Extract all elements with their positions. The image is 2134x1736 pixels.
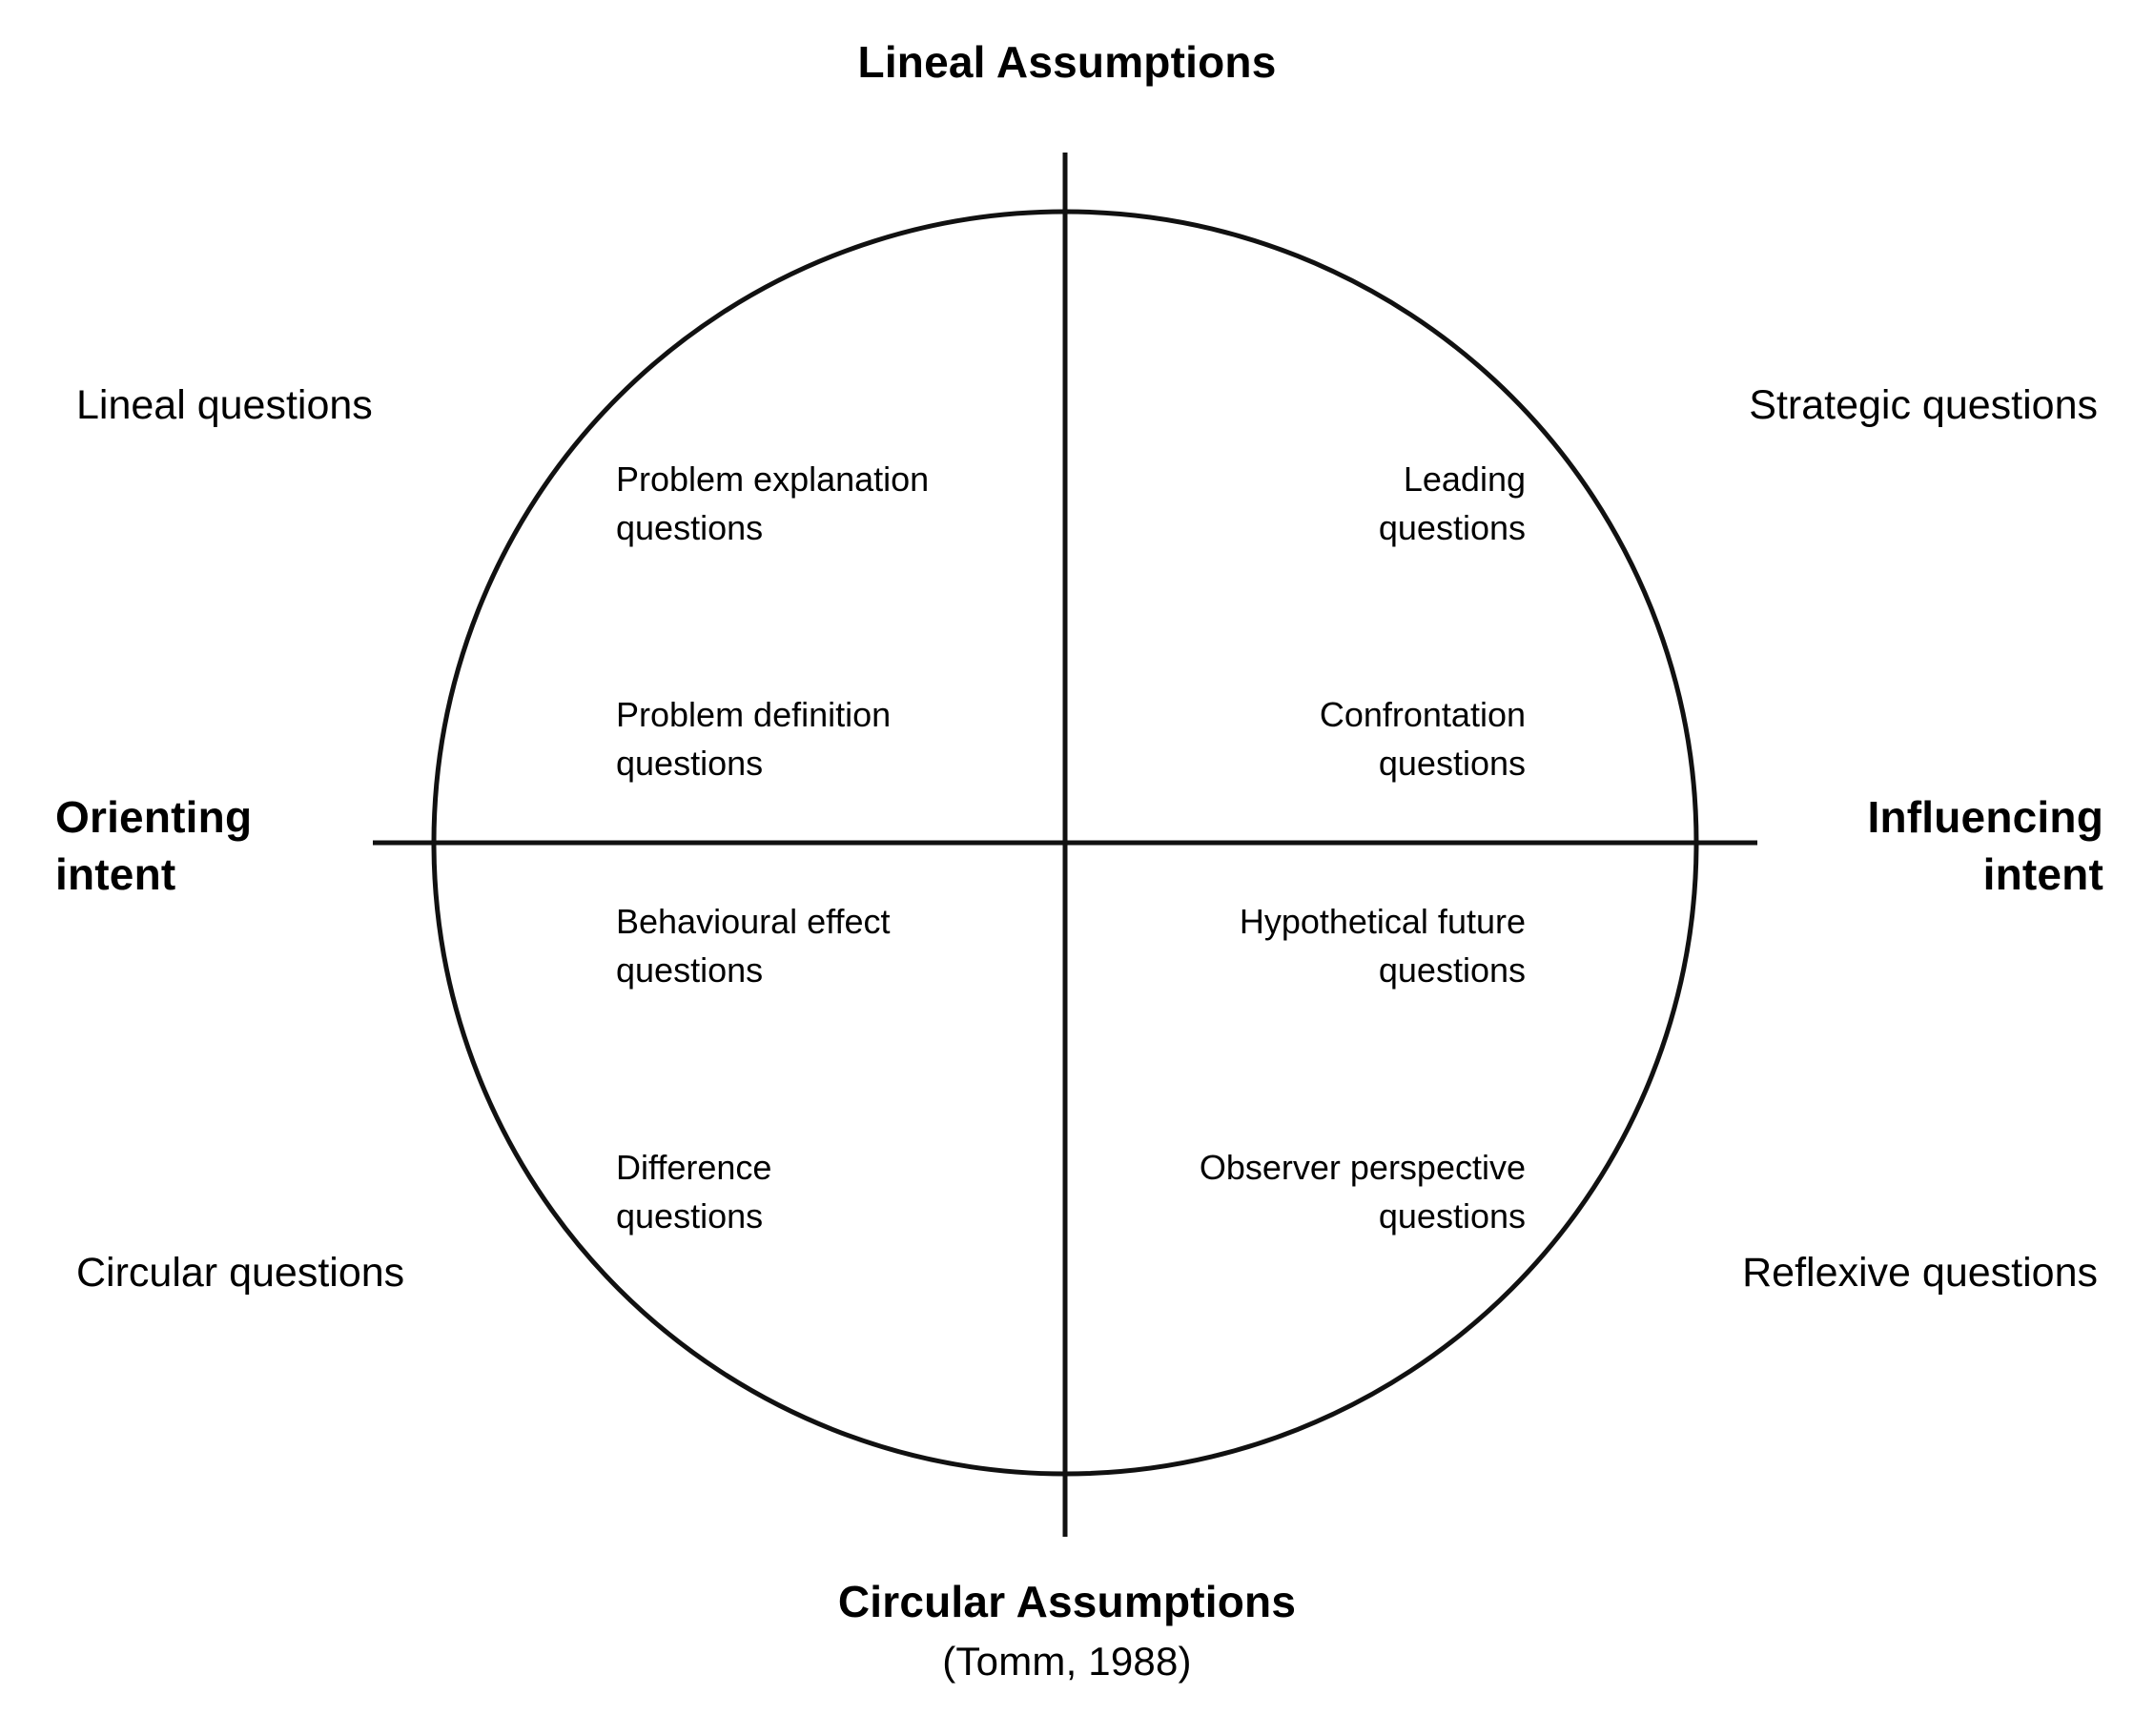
source-citation: (Tomm, 1988): [942, 1639, 1192, 1684]
question-type-problem-explanation: Problem explanation questions: [616, 460, 930, 548]
question-type-problem-definition: Problem definition questions: [616, 695, 892, 784]
axis-label-lineal-assumptions: Lineal Assumptions: [857, 37, 1277, 87]
axis-label-influencing-intent: Influencing intent: [1867, 792, 2103, 899]
question-type-hypothetical-future: Hypothetical future questions: [1239, 902, 1526, 991]
question-type-observer-perspective: Observer perspective questions: [1199, 1148, 1526, 1236]
quadrant-label-circular-questions: Circular questions: [76, 1250, 405, 1296]
question-type-confrontation: Confrontation questions: [1319, 695, 1526, 784]
axis-label-circular-assumptions: Circular Assumptions: [837, 1577, 1297, 1626]
quadrant-label-reflexive-questions: Reflexive questions: [1742, 1250, 2098, 1296]
outer-circle: [431, 209, 1699, 1477]
question-type-leading: Leading questions: [1378, 460, 1526, 548]
quadrant-label-strategic-questions: Strategic questions: [1749, 382, 2098, 428]
axis-label-orienting-intent: Orienting intent: [55, 792, 253, 899]
quadrant-label-lineal-questions: Lineal questions: [76, 382, 373, 428]
question-type-behavioural-effect: Behavioural effect questions: [616, 902, 891, 991]
question-type-difference: Difference questions: [616, 1148, 772, 1236]
